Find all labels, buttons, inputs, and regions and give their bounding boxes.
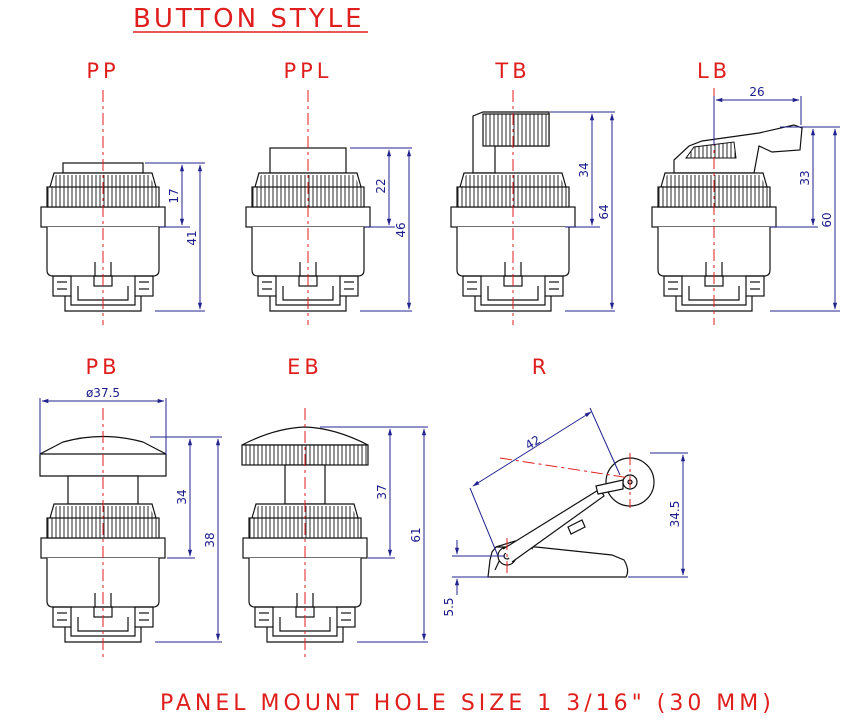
panel-mount-note: PANEL MOUNT HOLE SIZE 1 3/16" (30 MM) (160, 691, 775, 716)
lb-dim-60: 60 (820, 212, 834, 227)
label-lb: LB (697, 59, 731, 83)
ppl-drawing: 22 46 (245, 90, 412, 325)
eb-dim-61: 61 (409, 527, 423, 542)
pb-drawing: ø37.5 34 38 (39, 386, 222, 657)
pb-dim-34: 34 (175, 489, 189, 504)
pp-drawing: 17 41 (40, 90, 205, 325)
tb-dim-64: 64 (597, 204, 611, 219)
eb-drawing: 37 61 (241, 408, 428, 657)
r-dim-5-5: 5.5 (442, 597, 456, 616)
r-dim-42: 42 (523, 433, 543, 453)
r-dim-34-5: 34.5 (668, 501, 682, 528)
pb-dim-38: 38 (203, 532, 217, 547)
pp-dim-17: 17 (167, 188, 181, 203)
tb-drawing: 34 64 (450, 90, 615, 325)
ppl-dim-22: 22 (374, 178, 388, 193)
ppl-dim-46: 46 (394, 222, 408, 237)
pb-dim-diameter: ø37.5 (86, 386, 120, 400)
eb-dim-37: 37 (375, 484, 389, 499)
lb-dim-26: 26 (749, 85, 764, 99)
r-drawing: 42 34.5 5.5 (442, 407, 688, 617)
label-tb: TB (494, 59, 530, 83)
label-pp: PP (86, 59, 119, 83)
lb-drawing: 26 33 60 (651, 85, 840, 325)
lb-dim-33: 33 (798, 170, 812, 185)
label-pb: PB (85, 355, 120, 379)
pp-dim-41: 41 (185, 230, 199, 245)
drawing-title: BUTTON STYLE (133, 4, 365, 34)
tb-dim-34: 34 (577, 162, 591, 177)
label-eb: EB (287, 355, 323, 379)
label-ppl: PPL (283, 59, 332, 83)
label-r: R (532, 355, 551, 379)
